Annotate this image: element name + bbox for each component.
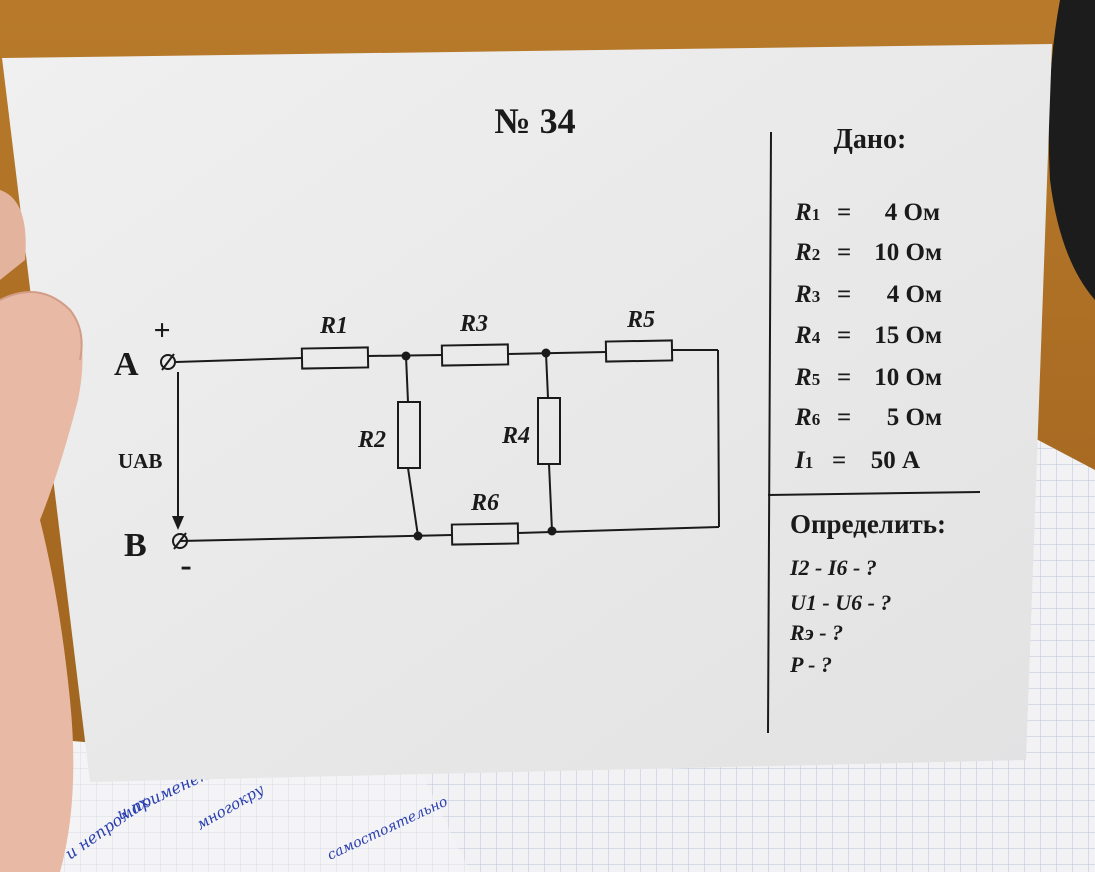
svg-text:50 А: 50 А (871, 447, 920, 474)
svg-text:=: = (837, 322, 851, 349)
find-item: U1 - U6 - ? (790, 590, 891, 615)
svg-text:=: = (837, 199, 851, 226)
resistor-r3 (440, 343, 510, 367)
label-r1: R1 (319, 313, 348, 339)
given-r2: R2 = 10 Ом (794, 239, 942, 266)
node-b-label: B (124, 527, 147, 564)
junction-dots (401, 348, 557, 541)
given-heading: Дано: (834, 124, 907, 155)
label-r6: R6 (470, 490, 499, 516)
minus-sign: - (180, 547, 191, 584)
svg-text:10 Ом: 10 Ом (874, 239, 942, 266)
terminal-b (172, 532, 188, 550)
voltage-label: UAB (118, 449, 162, 473)
vertical-divider (767, 131, 772, 734)
hand (0, 190, 83, 872)
svg-text:=: = (837, 239, 851, 266)
svg-text:4 Ом: 4 Ом (887, 281, 942, 308)
given-r1: R1 = 4 Ом (794, 199, 940, 226)
horizontal-divider (767, 491, 981, 496)
given-i1: I1 = 50 А (794, 447, 920, 474)
label-r3: R3 (459, 311, 488, 337)
svg-text:4 Ом: 4 Ом (885, 199, 940, 226)
resistor-r1 (300, 346, 370, 370)
circuit-diagram (175, 349, 720, 542)
resistor-r6 (450, 522, 520, 546)
task-card (2, 44, 1052, 782)
find-item: Rэ - ? (789, 620, 843, 645)
find-heading: Определить: (790, 509, 946, 539)
svg-text:=: = (832, 447, 846, 474)
card-title: № 34 (494, 101, 575, 141)
svg-text:=: = (837, 364, 851, 391)
resistor-r4 (537, 397, 561, 465)
terminal-a (160, 353, 176, 371)
find-item: P - ? (789, 652, 832, 677)
label-r2: R2 (357, 427, 386, 453)
svg-text:=: = (837, 281, 851, 308)
svg-text:=: = (837, 404, 851, 431)
svg-text:15 Ом: 15 Ом (874, 322, 942, 349)
find-item: I2 - I6 - ? (789, 555, 877, 580)
find-list: I2 - I6 - ? U1 - U6 - ? Rэ - ? P - ? (789, 555, 891, 677)
resistor-r2 (397, 401, 421, 469)
svg-text:10 Ом: 10 Ом (874, 364, 942, 391)
node-a-label: A (114, 346, 139, 383)
svg-text:I1: I1 (794, 447, 813, 474)
svg-text:5 Ом: 5 Ом (887, 404, 942, 431)
given-r3: R3 = 4 Ом (794, 281, 942, 308)
label-r5: R5 (626, 307, 655, 333)
dark-object (1048, 0, 1095, 300)
label-r4: R4 (501, 423, 530, 449)
voltage-arrow-head (172, 516, 184, 530)
plus-sign: + (153, 314, 170, 347)
resistor-r5 (604, 339, 674, 363)
